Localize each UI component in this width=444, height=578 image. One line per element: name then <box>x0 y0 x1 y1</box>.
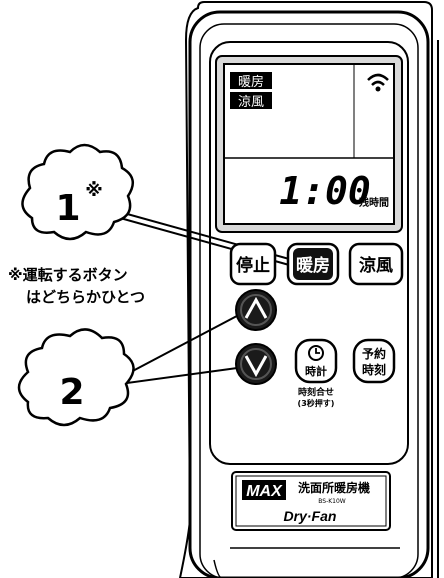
callout-1-number: 1 <box>55 188 80 229</box>
stop-button-label: 停止 <box>236 255 270 276</box>
callout-cloud-2: 2 <box>17 328 135 427</box>
brand-logo-box <box>242 480 286 500</box>
model-number: BS-K10W <box>318 498 346 505</box>
up-button[interactable] <box>235 289 277 331</box>
lcd-time-display: 1:00 <box>279 169 371 213</box>
callout-note-line2: はどちらかひとつ <box>26 288 145 306</box>
callout-1-mark: ※ <box>85 180 103 201</box>
lcd-remaining-time-label: 残時間 <box>359 196 389 209</box>
lcd-mode-cool-label: 涼風 <box>238 95 264 110</box>
up-arrow-icon <box>244 296 268 319</box>
cool-button-label: 涼風 <box>359 255 393 276</box>
clock-button-label: 時計 <box>305 364 327 378</box>
remote-body-inner-edge <box>199 23 419 578</box>
clock-button[interactable]: 時計 <box>294 338 338 384</box>
reserve-time-button[interactable]: 予約 時刻 <box>352 338 396 384</box>
lcd-mode-heat-label: 暖房 <box>238 74 264 90</box>
brand-logo: MAX <box>246 483 283 500</box>
signal-icon <box>367 73 389 92</box>
down-button[interactable] <box>235 343 277 385</box>
down-arrow-icon <box>244 355 268 378</box>
stop-button[interactable]: 停止 <box>229 242 277 286</box>
cool-button[interactable]: 涼風 <box>348 242 404 286</box>
clock-set-note-line2: (3秒押す) <box>298 398 335 408</box>
product-name: 洗面所暖房機 <box>298 480 370 495</box>
lcd-mode-cool-indicator <box>230 92 272 109</box>
callout-2-number: 2 <box>59 372 84 413</box>
clock-icon <box>308 345 324 361</box>
brand-plate: MAX 洗面所暖房機 BS-K10W Dry·Fan <box>231 471 391 531</box>
heat-button-label: 暖房 <box>296 255 330 276</box>
reserve-button-label-line1: 予約 <box>362 346 386 361</box>
series-name: Dry·Fan <box>284 508 337 524</box>
callout-note-line1: ※運転するボタン <box>8 266 128 284</box>
clock-set-note-line1: 時刻合せ <box>298 386 334 398</box>
reserve-button-label-line2: 時刻 <box>362 362 386 377</box>
lcd-screen <box>223 63 395 225</box>
callout-cloud-1: 1 ※ <box>21 143 135 241</box>
heat-button[interactable]: 暖房 <box>286 242 340 286</box>
lcd-mode-heat-indicator <box>230 72 272 89</box>
